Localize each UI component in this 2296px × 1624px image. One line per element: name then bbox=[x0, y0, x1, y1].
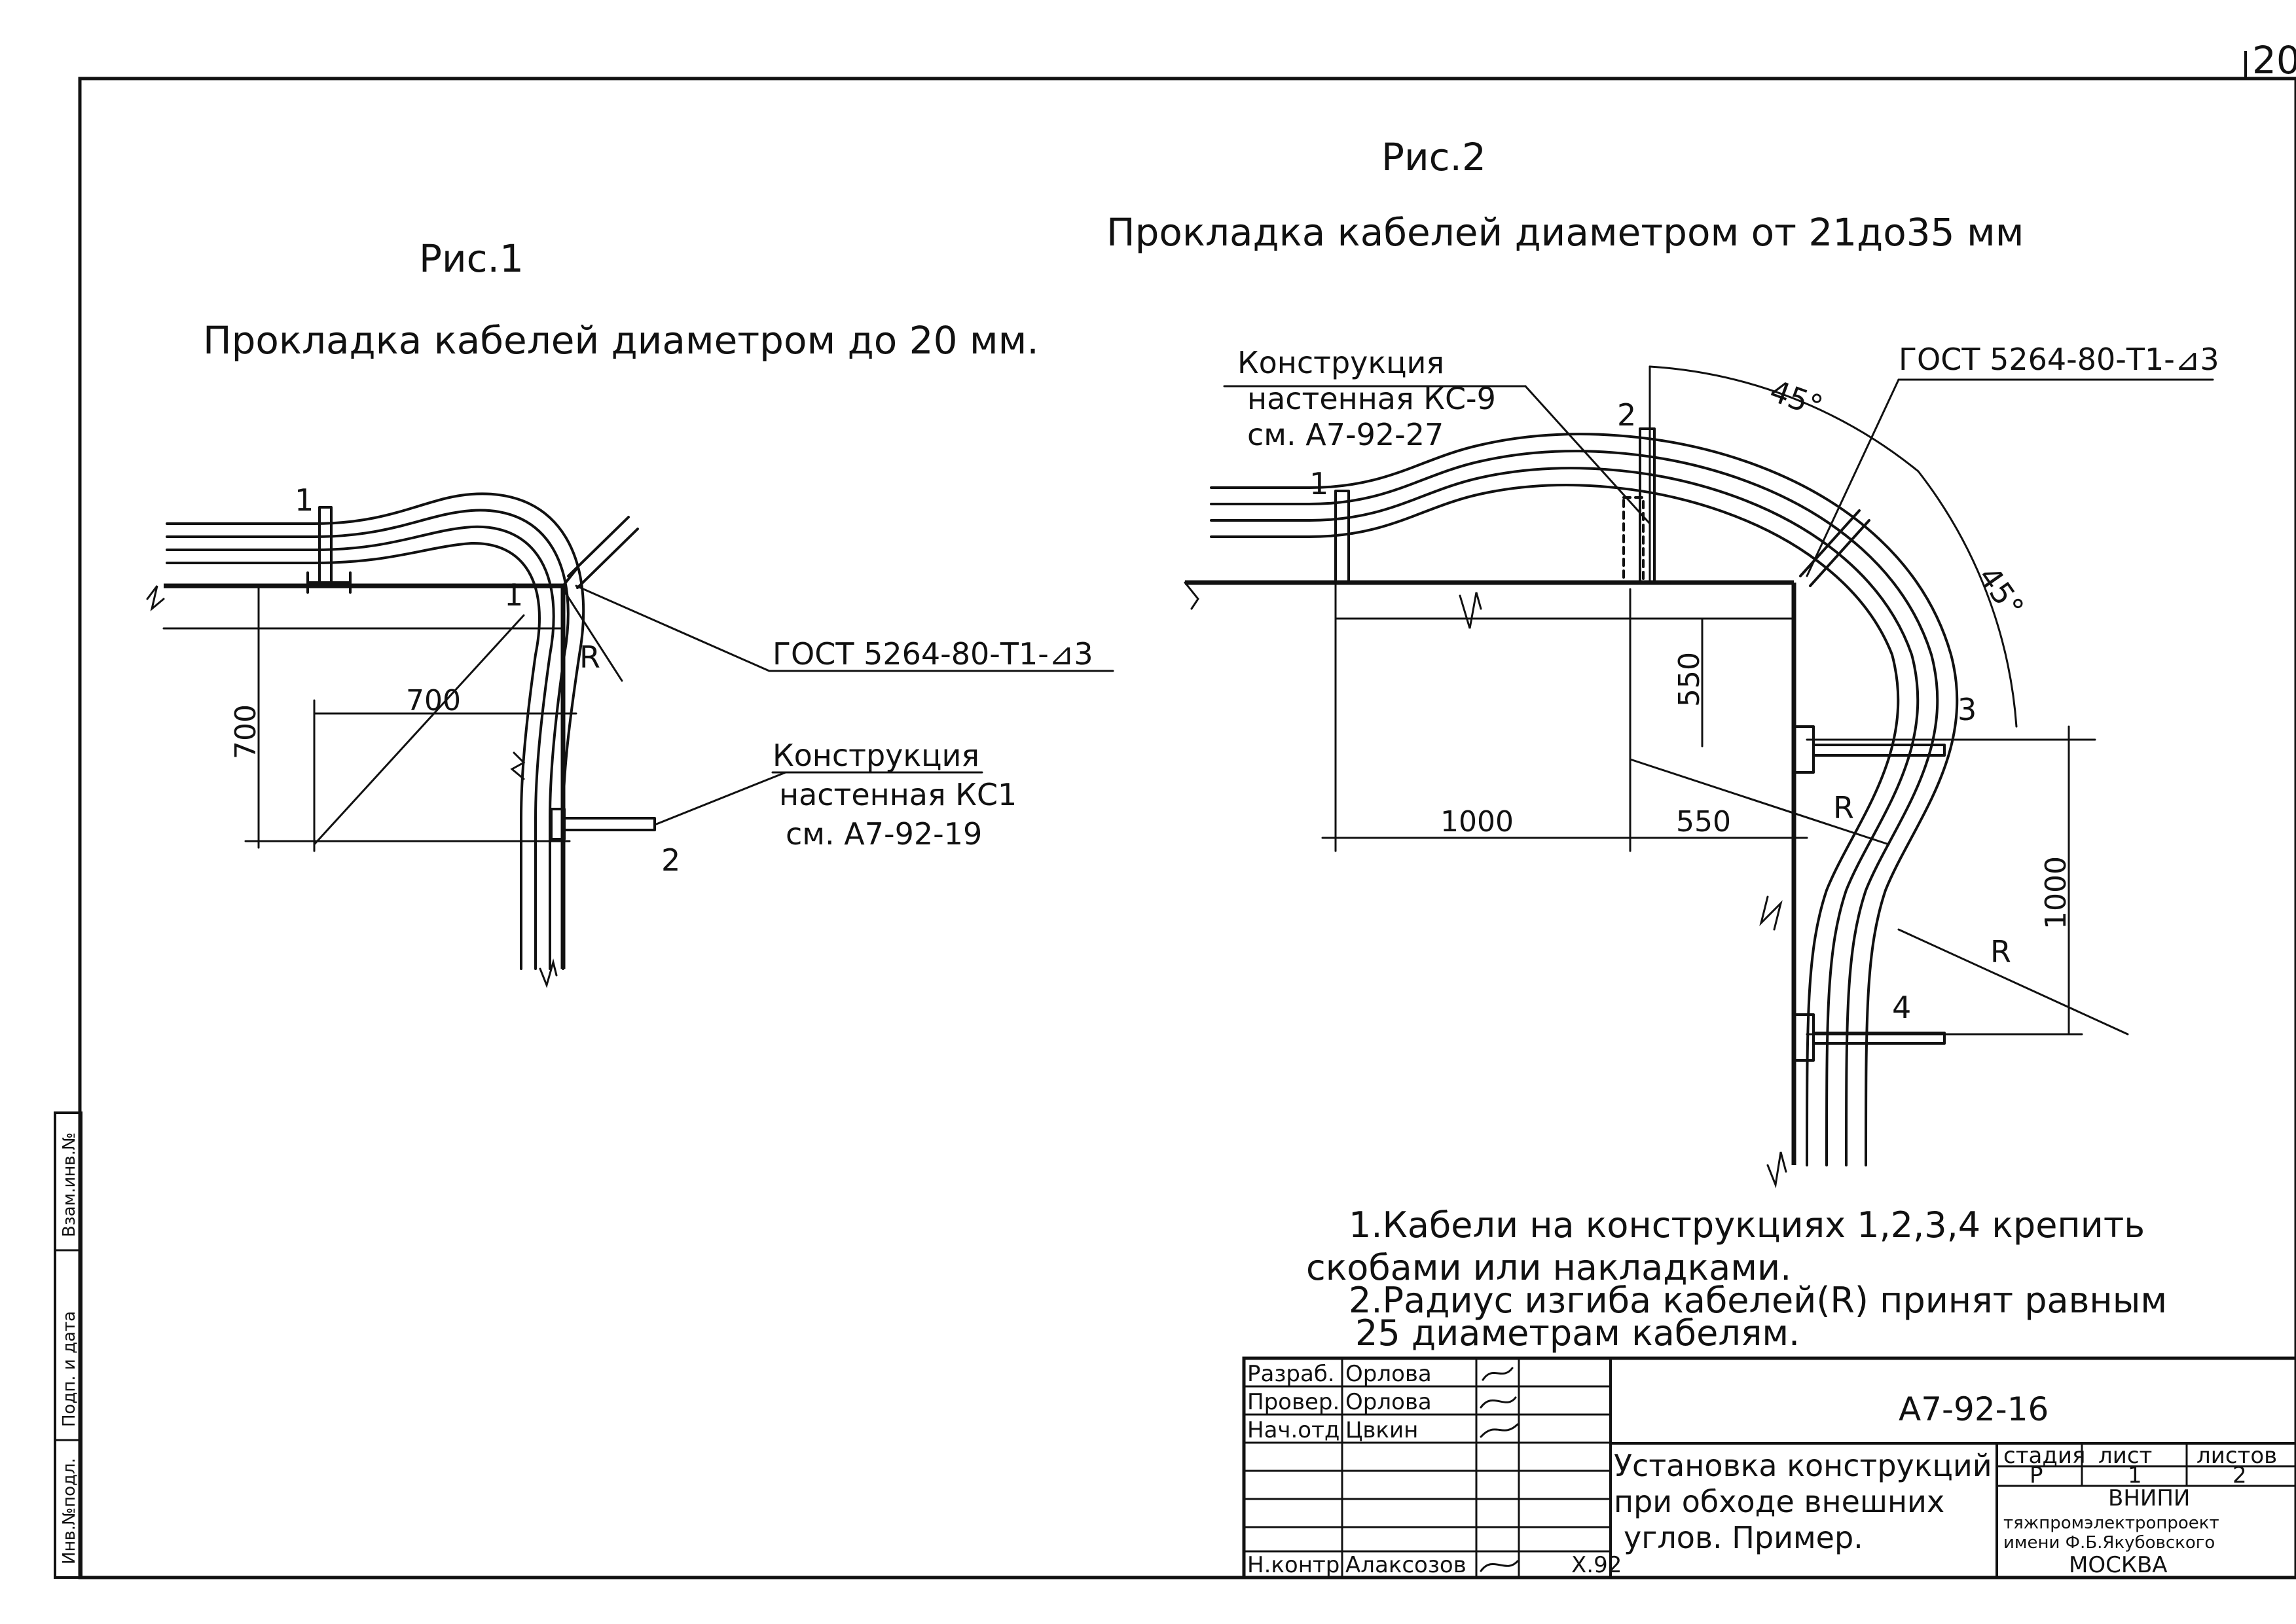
tb-role-1: Разраб. bbox=[1247, 1361, 1335, 1387]
fig2-angle-1: 45° bbox=[1765, 373, 1827, 425]
fig1-dim-horizontal: 700 bbox=[406, 684, 461, 717]
tb-signature-2 bbox=[1480, 1396, 1517, 1409]
fig1-construction-1: Конструкция bbox=[773, 738, 979, 773]
fig1-marker-2: 2 bbox=[661, 842, 680, 878]
sheet-frame bbox=[78, 77, 2296, 1579]
fig1-caption: Прокладка кабелей диаметром до 20 мм. bbox=[203, 318, 1039, 363]
fig2-dim-550-horizontal: 550 bbox=[1676, 805, 1731, 839]
fig2-construction-1: Конструкция bbox=[1237, 345, 1444, 380]
tb-date: X.92 bbox=[1571, 1552, 1622, 1578]
tb-value-stage: Р bbox=[2030, 1462, 2043, 1489]
tb-code: А7-92-16 bbox=[1899, 1390, 2049, 1428]
fig2-construction-2: настенная КС-9 bbox=[1247, 381, 1496, 416]
notes: 1.Кабели на конструкциях 1,2,3,4 крепить… bbox=[1306, 1204, 2167, 1354]
tb-header-sheet: лист bbox=[2098, 1443, 2152, 1469]
fig2-dim-1000-horizontal: 1000 bbox=[1440, 805, 1514, 839]
fig2-marker-2: 2 bbox=[1617, 397, 1636, 433]
fig1-radius: R bbox=[579, 640, 600, 675]
tb-title-3: углов. Пример. bbox=[1624, 1520, 1863, 1555]
page-number: 20 bbox=[2252, 38, 2296, 82]
tb-org-1: ВНИПИ bbox=[2108, 1485, 2190, 1511]
tb-org-3: имени Ф.Б.Якубовского bbox=[2003, 1533, 2215, 1553]
fig2: Рис.2 Прокладка кабелей диаметром от 21д… bbox=[1106, 135, 2219, 1189]
tb-name-7: Алаксозов bbox=[1345, 1552, 1467, 1578]
tb-name-2: Орлова bbox=[1345, 1389, 1432, 1415]
note-2b: 25 диаметрам кабелям. bbox=[1355, 1312, 1800, 1354]
fig2-construction-3: см. А7-92-27 bbox=[1247, 417, 1444, 452]
side-stamp-inv: Инв.№подл. bbox=[60, 1458, 79, 1564]
side-stamp-replace: Взам.инв.№ bbox=[60, 1132, 79, 1237]
fig2-dim-550-vertical: 550 bbox=[1673, 652, 1706, 707]
fig2-dim-1000-vertical: 1000 bbox=[2039, 856, 2073, 929]
tb-org-2: тяжпромэлектропроект bbox=[2003, 1513, 2219, 1533]
title-block: Разраб. Провер. Нач.отд Н.контр Орлова О… bbox=[1242, 1356, 2296, 1579]
tb-signature-7 bbox=[1480, 1560, 1519, 1572]
side-stamp-sign: Подп. и дата bbox=[60, 1311, 79, 1427]
tb-name-1: Орлова bbox=[1345, 1361, 1432, 1387]
fig2-marker-1: 1 bbox=[1309, 466, 1328, 501]
fig1-dim-vertical: 700 bbox=[229, 704, 263, 759]
tb-title-2: при обходе внешних bbox=[1614, 1484, 1944, 1519]
fig2-marker-3: 3 bbox=[1958, 692, 1977, 727]
fig2-radius-2: R bbox=[1990, 934, 2011, 969]
tb-name-3: Цвкин bbox=[1345, 1417, 1418, 1443]
fig1-construction-2: настенная КС1 bbox=[779, 777, 1017, 812]
fig2-marker-4: 4 bbox=[1892, 990, 1911, 1025]
fig1: Рис.1 Прокладка кабелей диаметром до 20 … bbox=[146, 236, 1114, 988]
note-1: 1.Кабели на конструкциях 1,2,3,4 крепить bbox=[1349, 1204, 2145, 1246]
fig1-marker-1b: 1 bbox=[504, 577, 523, 613]
fig2-title: Рис.2 bbox=[1381, 135, 1486, 179]
fig2-caption: Прокладка кабелей диаметром от 21до35 мм bbox=[1106, 210, 2024, 255]
fig1-title: Рис.1 bbox=[419, 236, 524, 281]
tb-title-1: Установка конструкций bbox=[1614, 1448, 1992, 1483]
note-1b: скобами или накладками. bbox=[1306, 1247, 1791, 1288]
fig1-marker-1: 1 bbox=[295, 482, 314, 518]
tb-header-sheets: листов bbox=[2196, 1443, 2277, 1469]
tb-signature-1 bbox=[1482, 1367, 1514, 1381]
tb-role-2: Провер. bbox=[1247, 1389, 1339, 1415]
fig2-radius-1: R bbox=[1833, 790, 1854, 825]
side-stamp: Инв.№подл. Подп. и дата Взам.инв.№ bbox=[54, 1111, 82, 1579]
tb-signature-3 bbox=[1480, 1423, 1519, 1438]
fig1-gost-label: ГОСТ 5264-80-Т1-⊿3 bbox=[773, 636, 1093, 672]
tb-value-sheet: 1 bbox=[2128, 1462, 2142, 1489]
fig2-gost-label: ГОСТ 5264-80-Т1-⊿3 bbox=[1899, 342, 2219, 377]
tb-role-7: Н.контр bbox=[1247, 1552, 1339, 1578]
tb-role-3: Нач.отд bbox=[1247, 1417, 1339, 1443]
fig1-construction-3: см. А7-92-19 bbox=[786, 816, 982, 852]
tb-header-stage: стадия bbox=[2003, 1443, 2085, 1469]
tb-org-4: МОСКВА bbox=[2069, 1552, 2168, 1578]
note-2: 2.Радиус изгиба кабелей(R) принят равным bbox=[1349, 1280, 2167, 1321]
fig2-angle-2: 45° bbox=[1971, 560, 2031, 624]
tb-value-sheets: 2 bbox=[2232, 1462, 2247, 1489]
